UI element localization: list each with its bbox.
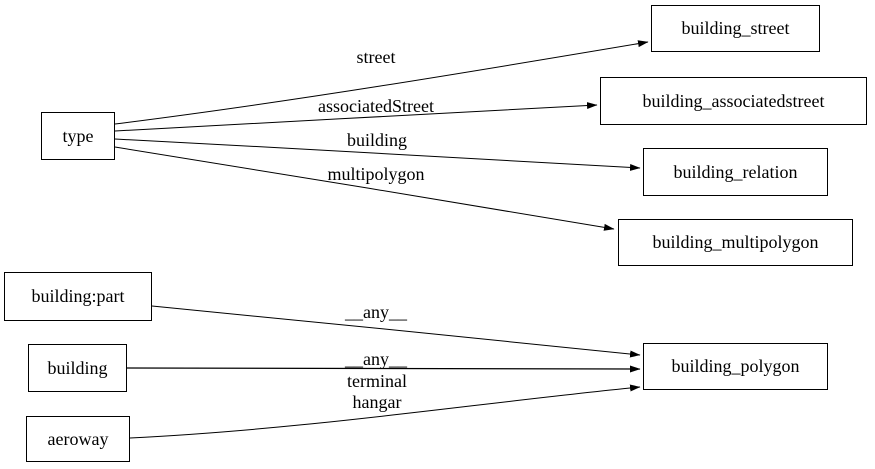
edge-type-building-relation	[114, 138, 641, 171]
edge-type-building-multipolygon	[114, 146, 615, 231]
edge-label-building: building	[346, 130, 408, 150]
edge-type-building-associatedstreet	[114, 102, 598, 132]
node-building-associatedstreet: building_associatedstreet	[600, 77, 867, 125]
edge-label-associatedstreet: associatedStreet	[318, 96, 434, 116]
node-building-relation: building_relation	[643, 148, 828, 196]
edge-label-multipolygon: multipolygon	[327, 164, 425, 184]
node-aeroway-label: aeroway	[47, 428, 109, 449]
node-building-label: building	[47, 357, 108, 378]
edge-label-any-building: __any__	[345, 349, 407, 369]
node-building-street: building_street	[651, 5, 820, 52]
node-building-part: building:part	[4, 272, 152, 321]
node-aeroway: aeroway	[26, 416, 130, 462]
edge-aeroway-building-polygon	[129, 384, 641, 439]
edge-label-any-building-part: __any__	[345, 302, 407, 322]
edge-label-hangar: hangar	[352, 392, 402, 412]
node-building: building	[28, 344, 127, 392]
edge-building-building-polygon	[126, 365, 641, 373]
node-building-relation-label: building_relation	[673, 161, 798, 182]
edge-label-street: street	[356, 47, 396, 67]
node-building-multipolygon-label: building_multipolygon	[652, 232, 819, 252]
node-building-polygon-label: building_polygon	[671, 356, 800, 376]
edge-label-terminal: terminal	[347, 371, 407, 391]
edge-type-building-street	[114, 40, 649, 125]
node-building-part-label: building:part	[31, 286, 125, 306]
node-type: type	[41, 112, 115, 160]
node-building-associatedstreet-label: building_associatedstreet	[642, 90, 825, 111]
node-building-street-label: building_street	[681, 18, 790, 38]
node-building-multipolygon: building_multipolygon	[618, 219, 853, 266]
node-type-label: type	[62, 125, 94, 146]
node-building-polygon: building_polygon	[643, 343, 828, 390]
edge-building-part-building-polygon	[151, 305, 641, 358]
